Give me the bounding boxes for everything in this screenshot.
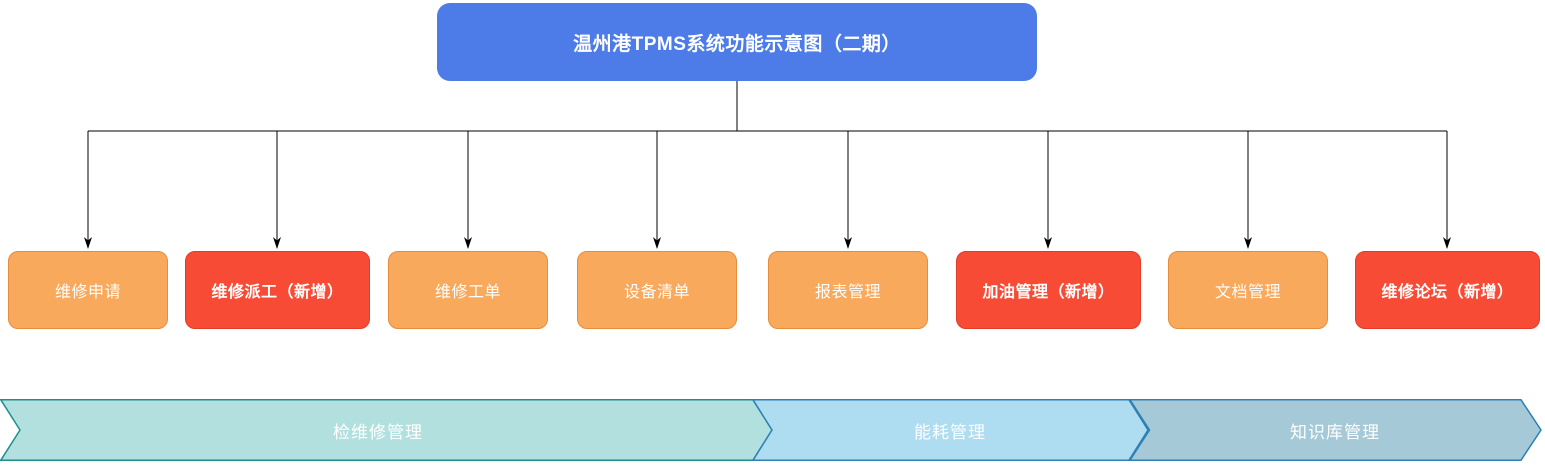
node-report-mgmt: 报表管理 [768,251,928,329]
ribbon-shape-knowledge [1128,399,1542,461]
node-equipment-list: 设备清单 [577,251,737,329]
node-document-mgmt: 文档管理 [1168,251,1328,329]
ribbon-label-energy: 能耗管理 [914,422,986,442]
connector-tree [84,81,1451,249]
ribbon-shape-energy [751,399,1149,461]
diagram-title-box: 温州港TPMS系统功能示意图（二期） [437,3,1037,81]
node-repair-forum: 维修论坛（新增） [1355,251,1540,329]
node-refuel-mgmt: 加油管理（新增） [956,251,1141,329]
node-repair-request: 维修申请 [8,251,168,329]
category-ribbon-band: 检维修管理 能耗管理 知识库管理 [0,399,1545,461]
node-work-order: 维修工单 [388,251,548,329]
node-repair-dispatch: 维修派工（新增） [185,251,370,329]
ribbon-label-knowledge: 知识库管理 [1290,422,1380,442]
ribbon-shapes [0,399,1542,461]
ribbon-label-maintenance: 检维修管理 [333,422,423,442]
